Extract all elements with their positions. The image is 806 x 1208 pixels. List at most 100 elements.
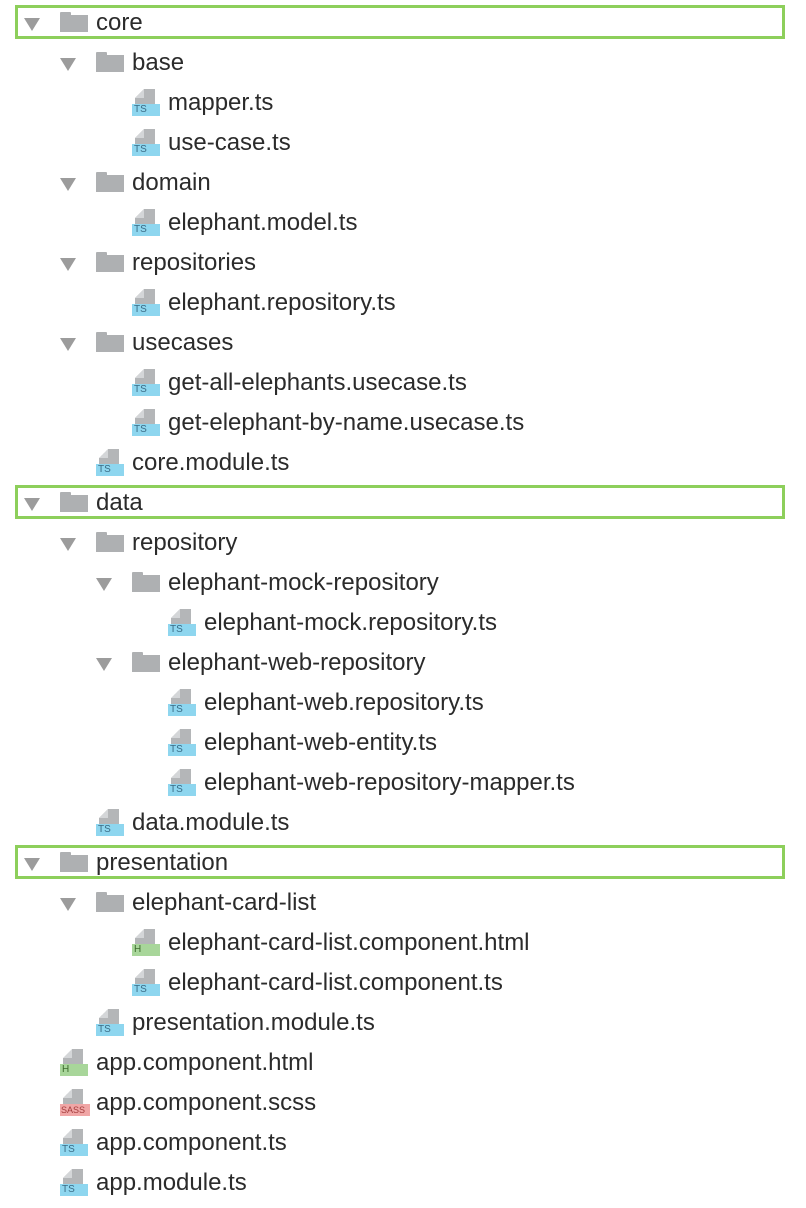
typescript-file-icon: TS	[132, 89, 162, 119]
file-type-badge: TS	[132, 144, 160, 156]
file-row-data-module-ts[interactable]: TS data.module.ts	[0, 803, 806, 843]
file-row-elephant-web-repository-mapper-ts[interactable]: TS elephant-web-repository-mapper.ts	[0, 763, 806, 803]
html-file-icon: H	[132, 929, 162, 959]
file-type-badge: TS	[132, 424, 160, 436]
folder-name: core	[96, 9, 143, 36]
folder-row-presentation[interactable]: presentation	[0, 843, 806, 883]
expand-arrow-icon[interactable]	[60, 178, 76, 191]
folder-icon	[132, 572, 160, 592]
file-name: elephant-mock.repository.ts	[204, 609, 498, 636]
file-row-elephant-mock-repository-ts[interactable]: TS elephant-mock.repository.ts	[0, 603, 806, 643]
file-type-badge: TS	[168, 704, 196, 716]
typescript-file-icon: TS	[168, 609, 198, 639]
file-type-badge: TS	[168, 784, 196, 796]
file-name: elephant-card-list.component.html	[168, 929, 530, 956]
file-row-elephant-web-entity-ts[interactable]: TS elephant-web-entity.ts	[0, 723, 806, 763]
file-name: mapper.ts	[168, 89, 274, 116]
folder-icon	[96, 252, 124, 272]
file-type-badge: TS	[168, 744, 196, 756]
folder-row-domain[interactable]: domain	[0, 163, 806, 203]
file-row-elephant-web-repository-ts[interactable]: TS elephant-web.repository.ts	[0, 683, 806, 723]
folder-name: elephant-mock-repository	[168, 569, 439, 596]
typescript-file-icon: TS	[132, 209, 162, 239]
file-type-badge: SASS	[60, 1104, 90, 1116]
typescript-file-icon: TS	[132, 129, 162, 159]
folder-icon	[60, 12, 88, 32]
folder-row-elephant-web-repository[interactable]: elephant-web-repository	[0, 643, 806, 683]
typescript-file-icon: TS	[96, 1009, 126, 1039]
folder-icon	[96, 532, 124, 552]
file-type-badge: TS	[96, 464, 124, 476]
folder-row-repository[interactable]: repository	[0, 523, 806, 563]
file-row-presentation-module-ts[interactable]: TS presentation.module.ts	[0, 1003, 806, 1043]
file-type-badge: TS	[132, 384, 160, 396]
file-name: elephant-card-list.component.ts	[168, 969, 503, 996]
file-name: core.module.ts	[132, 449, 290, 476]
folder-name: presentation	[96, 849, 229, 876]
file-row-elephant-card-list-component-ts[interactable]: TS elephant-card-list.component.ts	[0, 963, 806, 1003]
file-name: data.module.ts	[132, 809, 290, 836]
expand-arrow-icon[interactable]	[96, 578, 112, 591]
folder-row-elephant-card-list[interactable]: elephant-card-list	[0, 883, 806, 923]
folder-row-usecases[interactable]: usecases	[0, 323, 806, 363]
typescript-file-icon: TS	[132, 409, 162, 439]
expand-arrow-icon[interactable]	[60, 58, 76, 71]
expand-arrow-icon[interactable]	[24, 858, 40, 871]
folder-row-repositories[interactable]: repositories	[0, 243, 806, 283]
file-name: elephant.model.ts	[168, 209, 358, 236]
expand-arrow-icon[interactable]	[60, 898, 76, 911]
file-name: elephant-web-entity.ts	[204, 729, 438, 756]
folder-icon	[96, 52, 124, 72]
folder-name: base	[132, 49, 185, 76]
folder-icon	[96, 172, 124, 192]
expand-arrow-icon[interactable]	[24, 498, 40, 511]
file-name: elephant.repository.ts	[168, 289, 396, 316]
folder-row-core[interactable]: core	[0, 3, 806, 43]
html-file-icon: H	[60, 1049, 90, 1079]
file-type-badge: H	[132, 944, 160, 956]
file-type-badge: TS	[96, 1024, 124, 1036]
typescript-file-icon: TS	[132, 289, 162, 319]
folder-row-data[interactable]: data	[0, 483, 806, 523]
folder-icon	[60, 492, 88, 512]
file-name: elephant-web.repository.ts	[204, 689, 484, 716]
expand-arrow-icon[interactable]	[24, 18, 40, 31]
file-type-badge: TS	[60, 1184, 88, 1196]
typescript-file-icon: TS	[168, 769, 198, 799]
file-name: app.component.ts	[96, 1129, 287, 1156]
folder-row-elephant-mock-repository[interactable]: elephant-mock-repository	[0, 563, 806, 603]
folder-name: repositories	[132, 249, 257, 276]
typescript-file-icon: TS	[60, 1169, 90, 1199]
file-name: elephant-web-repository-mapper.ts	[204, 769, 575, 796]
expand-arrow-icon[interactable]	[60, 338, 76, 351]
file-name: app.component.html	[96, 1049, 314, 1076]
file-type-badge: TS	[96, 824, 124, 836]
file-type-badge: TS	[132, 984, 160, 996]
expand-arrow-icon[interactable]	[60, 258, 76, 271]
folder-icon	[96, 332, 124, 352]
folder-name: domain	[132, 169, 211, 196]
file-type-badge: TS	[132, 224, 160, 236]
folder-row-base[interactable]: base	[0, 43, 806, 83]
expand-arrow-icon[interactable]	[60, 538, 76, 551]
file-name: presentation.module.ts	[132, 1009, 375, 1036]
typescript-file-icon: TS	[168, 689, 198, 719]
folder-icon	[96, 892, 124, 912]
folder-name: usecases	[132, 329, 234, 356]
file-type-badge: TS	[168, 624, 196, 636]
file-row-elephant-model-ts[interactable]: TS elephant.model.ts	[0, 203, 806, 243]
typescript-file-icon: TS	[96, 809, 126, 839]
expand-arrow-icon[interactable]	[96, 658, 112, 671]
file-row-core-module-ts[interactable]: TS core.module.ts	[0, 443, 806, 483]
